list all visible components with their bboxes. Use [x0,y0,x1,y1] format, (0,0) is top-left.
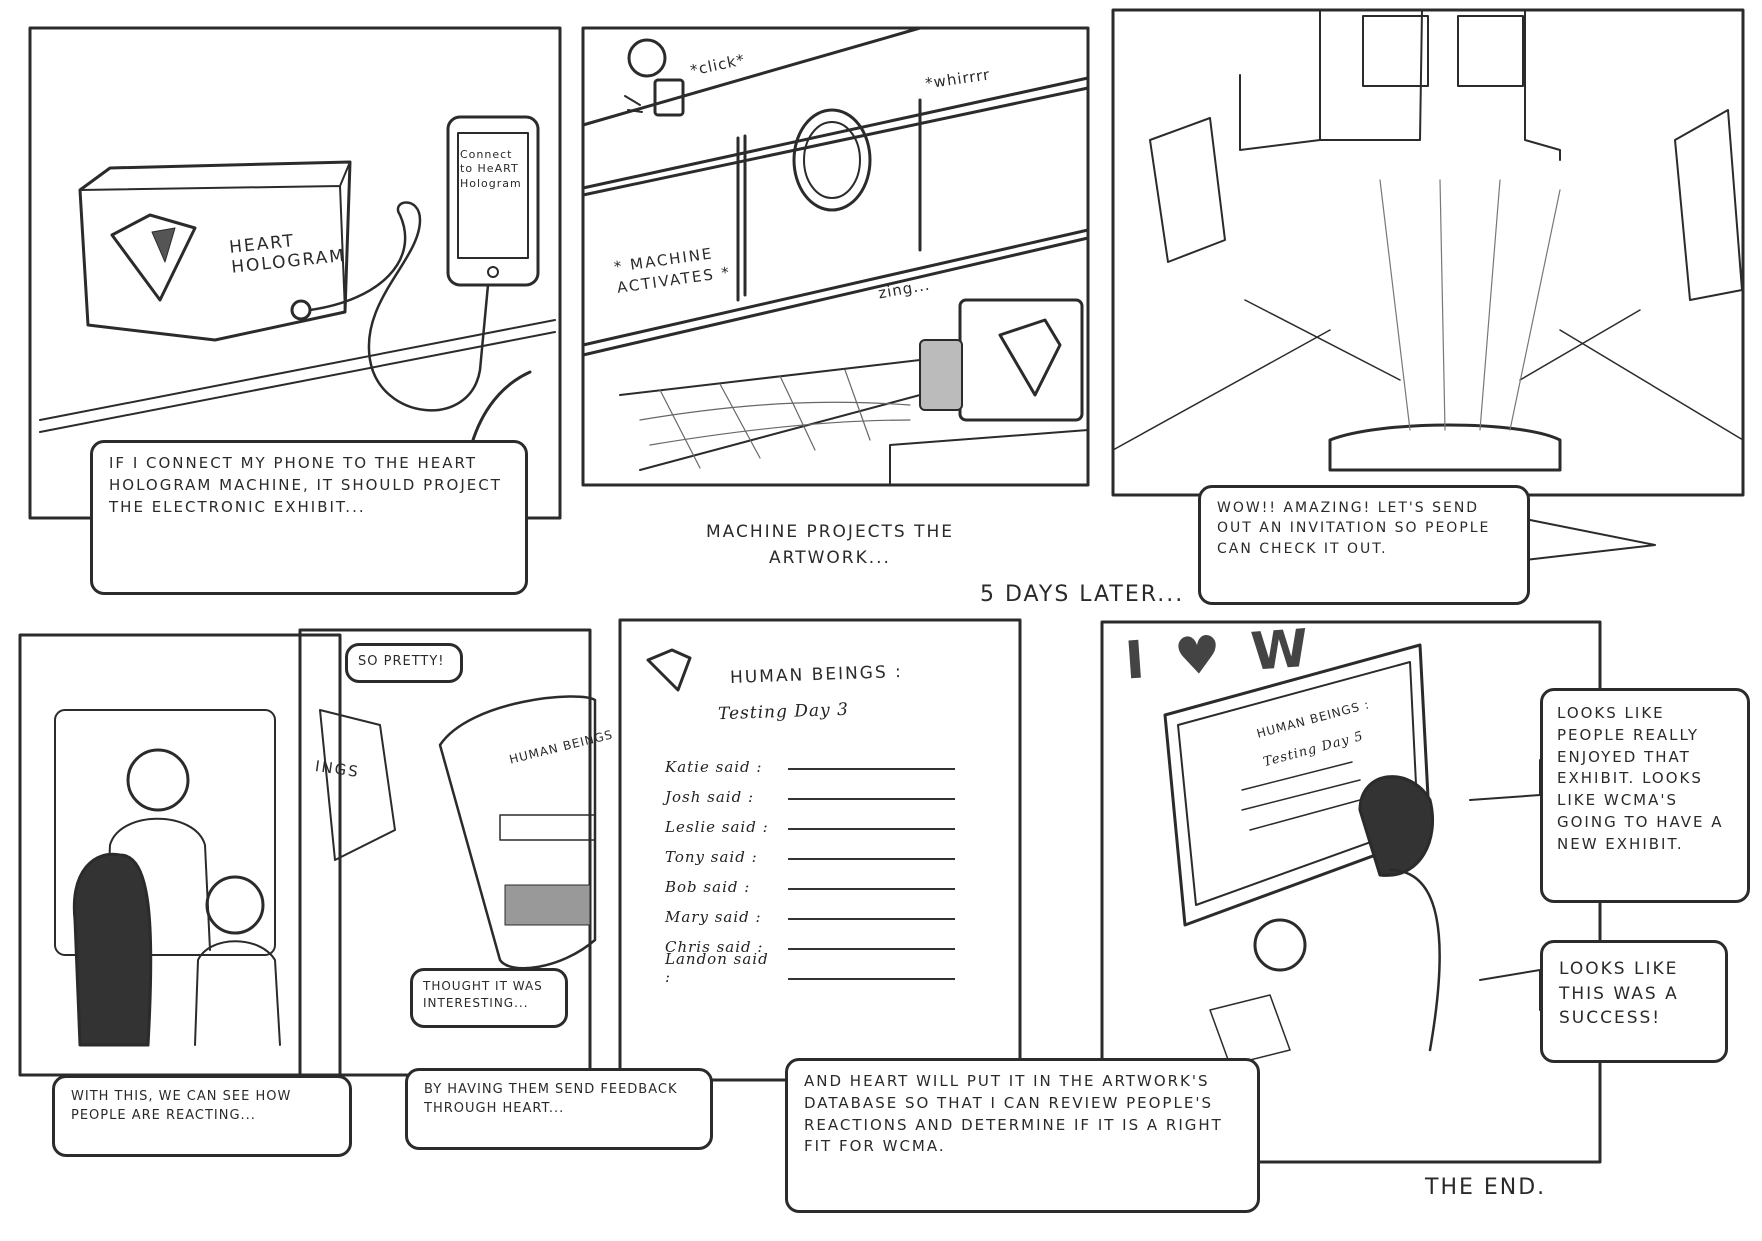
feedback-author: Mary said : [665,908,762,926]
phone-screen-text: Connect to HeART Hologram [460,148,522,190]
feedback-author: Josh said : [665,788,755,806]
feedback-row: Landon said : [665,950,955,986]
feedback-author: Tony said : [665,848,758,866]
feedback-blank-line [788,828,955,830]
feedback-blank-line [788,798,955,800]
feedback-blank-line [788,918,955,920]
speech-enjoyed-exhibit: LOOKS LIKE PEOPLE REALLY ENJOYED THAT EX… [1540,688,1750,903]
feedback-list: Katie said : Josh said : Leslie said : T… [665,746,955,986]
button-press-drawing [624,38,685,117]
feedback-blank-line [788,978,955,980]
caption-panel-6: AND HEART WILL PUT IT IN THE ARTWORK'S D… [785,1058,1260,1213]
feedback-author: Leslie said : [665,818,769,836]
heart-logo-icon [110,213,197,302]
time-skip-label: 5 DAYS LATER... [980,582,1185,607]
feedback-row: Tony said : [665,836,955,866]
heart-logo-icon-2 [646,648,692,692]
feedback-author: Landon said : [665,950,769,986]
lens-drawing [792,108,872,212]
caption-panel-1: IF I CONNECT MY PHONE TO THE HeART HOLOG… [90,440,528,595]
gallery-drawing [1112,9,1744,472]
feedback-row: Katie said : [665,746,955,776]
speech-panel-3: WOW!! AMAZING! LET'S SEND OUT AN INVITAT… [1198,485,1530,605]
feedback-blank-line [788,768,955,770]
panel-4-frame [18,633,342,1077]
speech-so-pretty: SO PRETTY! [345,643,463,683]
speech-success: LOOKS LIKE THIS WAS A SUCCESS! [1540,940,1728,1063]
speech-thought-interesting: THOUGHT IT WAS INTERESTING... [410,968,568,1028]
feedback-author: Chris said : [665,938,764,956]
devices-drawing [319,695,597,970]
feedback-row: Josh said : [665,776,955,806]
smartphone-drawing [446,115,540,287]
projector-drawing [619,298,1089,486]
speech-tail-1 [468,370,532,452]
caption-panel-4: WITH THIS, WE CAN SEE HOW PEOPLE ARE REA… [52,1075,352,1157]
panel-2-frame [581,26,1090,487]
the-end-label: THE END. [1425,1175,1547,1200]
feedback-row: Mary said : [665,896,955,926]
feedback-row: Leslie said : [665,806,955,836]
feedback-row: Bob said : [665,866,955,896]
caption-panel-5: BY HAVING THEM SEND FEEDBACK THROUGH HeA… [405,1068,713,1150]
feedback-author: Bob said : [665,878,751,896]
caption-panel-2: MACHINE PROJECTS THE ARTWORK... [705,522,955,568]
feedback-blank-line [788,888,955,890]
feedback-author: Katie said : [665,758,763,776]
speech-tail-3 [1524,519,1656,561]
feedback-row: Chris said : [665,926,955,956]
feedback-blank-line [788,948,955,950]
viewers-drawing [54,709,281,1047]
feedback-blank-line [788,858,955,860]
reviewer-drawing [1209,775,1441,1066]
hologram-machine-drawing [39,160,556,433]
